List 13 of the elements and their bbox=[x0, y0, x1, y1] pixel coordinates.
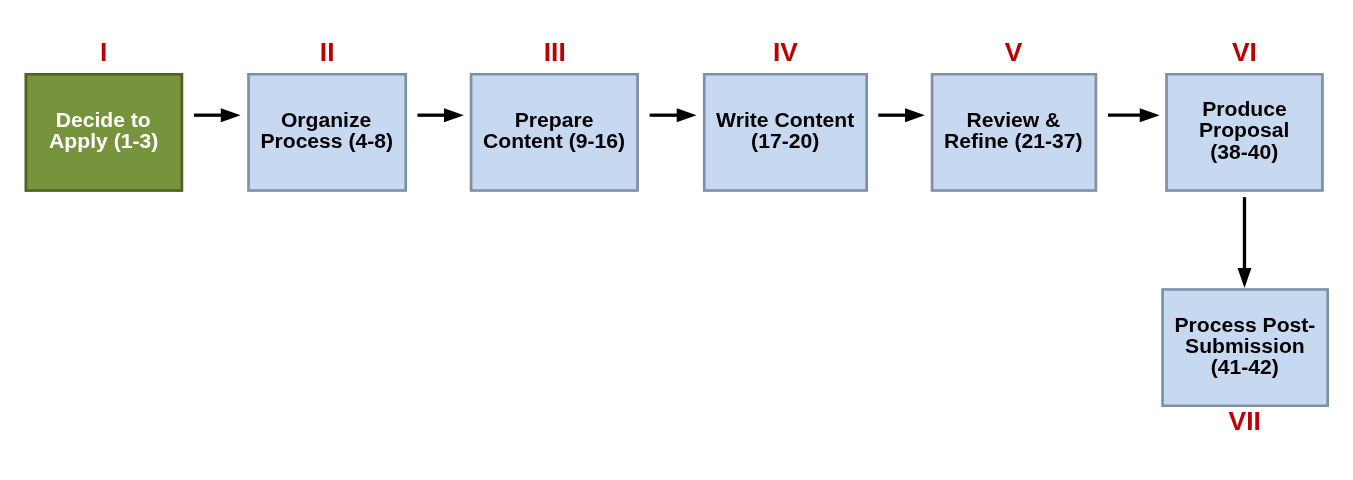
node-label: II bbox=[319, 37, 335, 68]
node-label: III bbox=[543, 37, 566, 68]
arrow bbox=[1237, 197, 1252, 288]
arrow bbox=[1108, 108, 1160, 123]
node-label: VII bbox=[1228, 405, 1261, 436]
arrow bbox=[194, 108, 241, 123]
arrow bbox=[649, 108, 697, 123]
arrow bbox=[417, 108, 464, 123]
node-label: V bbox=[1004, 37, 1023, 68]
arrow bbox=[878, 108, 925, 123]
node-label: IV bbox=[772, 37, 798, 68]
node-label: I bbox=[99, 37, 108, 68]
node-label: VI bbox=[1231, 37, 1257, 68]
